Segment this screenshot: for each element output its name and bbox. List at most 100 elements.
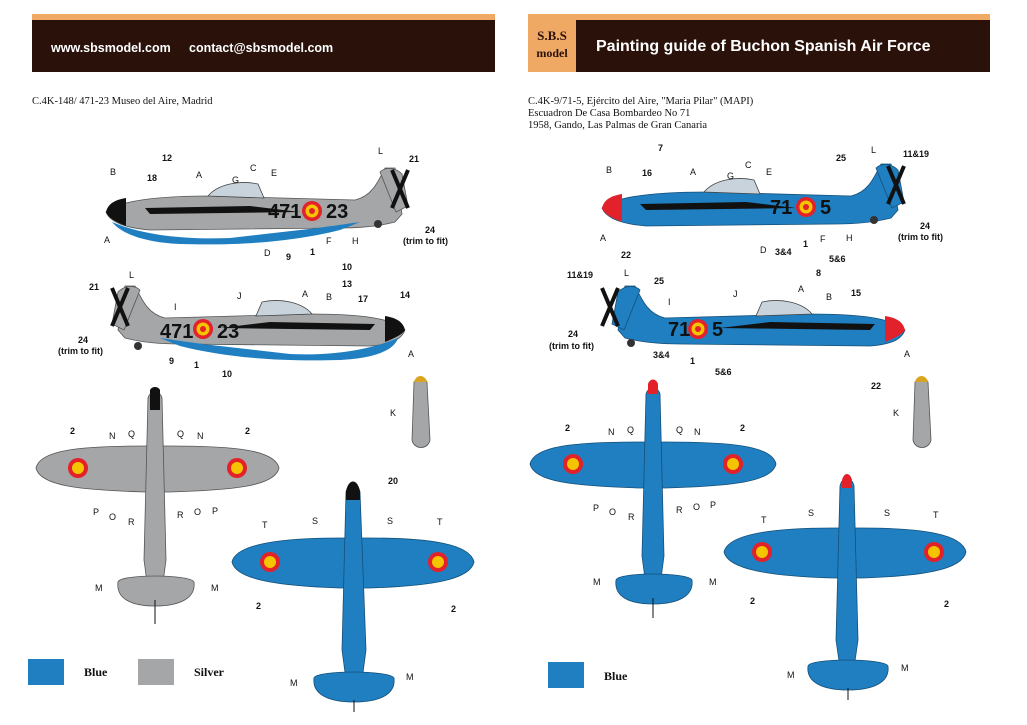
callout: 2 bbox=[256, 601, 262, 611]
callout: A bbox=[690, 167, 697, 177]
callout: Q bbox=[627, 425, 635, 435]
callout: 1 bbox=[803, 239, 809, 249]
callout: R bbox=[177, 510, 184, 520]
callout: F bbox=[326, 236, 332, 246]
right-side1-code-suffix: 5 bbox=[820, 197, 831, 219]
callout: 9 bbox=[286, 252, 292, 262]
callout: (trim to fit) bbox=[58, 346, 103, 356]
callout: 25 bbox=[836, 153, 847, 163]
callout: S bbox=[312, 516, 319, 526]
callout: 5&6 bbox=[715, 367, 732, 377]
callout: Q bbox=[676, 425, 684, 435]
callout: R bbox=[628, 512, 635, 522]
callout: Q bbox=[177, 429, 185, 439]
header-stripe bbox=[528, 14, 990, 20]
callout: 1 bbox=[310, 247, 316, 257]
website-link[interactable]: www.sbsmodel.com bbox=[51, 41, 171, 55]
callout: A bbox=[798, 284, 805, 294]
callout: N bbox=[694, 427, 701, 437]
callout: 2 bbox=[451, 604, 457, 614]
callout: A bbox=[904, 349, 911, 359]
email-link[interactable]: contact@sbsmodel.com bbox=[189, 41, 334, 55]
right-caption-line2: Escuadron De Casa Bombardeo No 71 bbox=[528, 108, 691, 119]
callout: A bbox=[104, 235, 111, 245]
callout: N bbox=[608, 427, 615, 437]
callout: M bbox=[787, 670, 795, 680]
callout: 3&4 bbox=[653, 350, 670, 360]
callout: 21 bbox=[89, 282, 100, 292]
callout: 10 bbox=[342, 262, 353, 272]
callout: 24 bbox=[425, 225, 436, 235]
left-side1-fuselage bbox=[105, 167, 410, 245]
callout: 14 bbox=[400, 290, 411, 300]
callout: R bbox=[676, 505, 683, 515]
callout: B bbox=[606, 165, 613, 175]
callout: P bbox=[212, 506, 219, 516]
callout: 24 bbox=[568, 329, 579, 339]
callout: (trim to fit) bbox=[898, 232, 943, 242]
header-stripe bbox=[32, 14, 495, 20]
callout: 12 bbox=[162, 153, 173, 163]
callout: M bbox=[406, 672, 414, 682]
logo-line1: S.B.S bbox=[537, 28, 567, 43]
callout: O bbox=[609, 507, 617, 517]
callout: S bbox=[808, 508, 815, 518]
callout: S bbox=[387, 516, 394, 526]
callout: R bbox=[128, 517, 135, 527]
callout: B bbox=[826, 292, 833, 302]
callout: 2 bbox=[750, 596, 756, 606]
callout: 24 bbox=[78, 335, 89, 345]
right-side1-code-prefix: 71 bbox=[770, 197, 792, 219]
callout: 2 bbox=[944, 599, 950, 609]
callout: 2 bbox=[245, 426, 251, 436]
callout: 22 bbox=[871, 381, 882, 391]
callout: G bbox=[727, 171, 735, 181]
callout: 7 bbox=[658, 143, 664, 153]
right-side2-code-prefix: 71 bbox=[668, 319, 690, 341]
left-side2-code-prefix: 471 bbox=[160, 321, 193, 343]
left-side1-code-suffix: 23 bbox=[326, 201, 348, 223]
callout: M bbox=[95, 583, 103, 593]
callout: 16 bbox=[642, 168, 653, 178]
callout: 2 bbox=[70, 426, 76, 436]
callout: I bbox=[174, 302, 177, 312]
callout: 25 bbox=[654, 276, 665, 286]
callout: 1 bbox=[690, 356, 696, 366]
callout: 17 bbox=[358, 294, 369, 304]
callout: T bbox=[437, 517, 443, 527]
callout: 3&4 bbox=[775, 247, 792, 257]
callout: Q bbox=[128, 429, 136, 439]
callout: C bbox=[250, 163, 257, 173]
legend-swatch-silver bbox=[138, 659, 174, 685]
callout: 10 bbox=[222, 369, 233, 379]
callout: H bbox=[352, 236, 359, 246]
callout: L bbox=[871, 145, 877, 155]
callout: A bbox=[196, 170, 203, 180]
left-side2-fuselage bbox=[110, 285, 406, 361]
callout: O bbox=[109, 512, 117, 522]
right-caption-line1: C.4K-9/71-5, Ejército del Aire, "Maria P… bbox=[528, 96, 754, 107]
callout: N bbox=[109, 431, 116, 441]
callout: M bbox=[290, 678, 298, 688]
legend-swatch-blue-right bbox=[548, 662, 584, 688]
left-side2-code-suffix: 23 bbox=[217, 321, 239, 343]
callout: B bbox=[326, 292, 333, 302]
callout: 5&6 bbox=[829, 254, 846, 264]
callout: B bbox=[110, 167, 117, 177]
page-title: Painting guide of Buchon Spanish Air For… bbox=[596, 38, 931, 55]
callout: 11&19 bbox=[567, 270, 594, 280]
callout: M bbox=[593, 577, 601, 587]
callout: M bbox=[211, 583, 219, 593]
callout: 2 bbox=[740, 423, 746, 433]
left-caption: C.4K-148/ 471-23 Museo del Aire, Madrid bbox=[32, 96, 213, 107]
header-right-banner: S.B.S model Painting guide of Buchon Spa… bbox=[528, 14, 990, 72]
callout: 9 bbox=[169, 356, 175, 366]
callout: K bbox=[893, 408, 900, 418]
callout: K bbox=[390, 408, 397, 418]
header-left-banner: www.sbsmodel.com contact@sbsmodel.com bbox=[32, 14, 495, 72]
